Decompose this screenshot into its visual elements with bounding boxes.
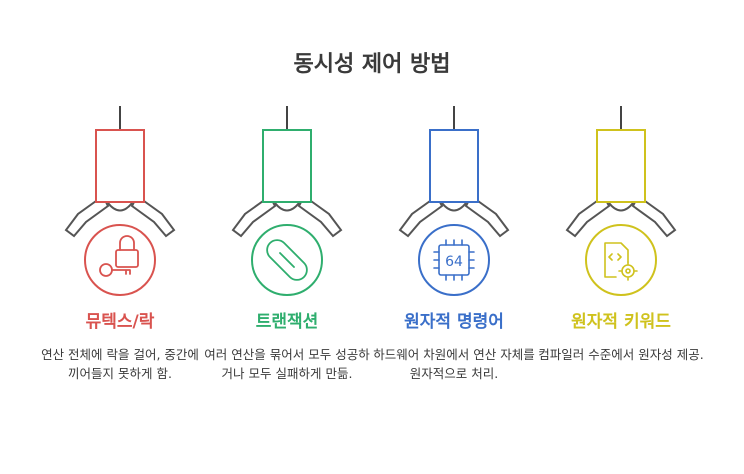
item-desc-1: 연산 전체에 락을 걸어, 중간에 끼어들지 못하게 함. [41, 347, 199, 381]
item-desc-3: 하드웨어 차원에서 연산 자체를 원자적으로 처리. [373, 347, 535, 381]
item-label-1: 뮤텍스/락 [85, 312, 155, 332]
claw-2-block [262, 129, 312, 203]
icon-circle-3 [418, 224, 490, 296]
claw-4 [565, 106, 677, 296]
icon-circle-1 [84, 224, 156, 296]
claw-1-block [95, 129, 145, 203]
icon-circle-4 [585, 224, 657, 296]
item-label-3: 원자적 명령어 [404, 312, 504, 332]
claw-3: 64 [398, 106, 510, 296]
item-label-2: 트랜잭션 [255, 312, 319, 332]
pill-icon [266, 239, 308, 281]
claw-1 [64, 106, 176, 296]
claw-2 [231, 106, 343, 296]
lock-key-icon [99, 235, 139, 277]
claw-3-block [429, 129, 479, 203]
chip-64-icon [433, 239, 475, 281]
code-file-gear-icon [604, 242, 638, 281]
item-label-4: 원자적 키워드 [571, 312, 671, 332]
claw-4-block [596, 129, 646, 203]
chip-label: 64 [445, 254, 463, 270]
item-desc-2: 여러 연산을 묶어서 모두 성공하거나 모두 실패하게 만듦. [204, 347, 370, 381]
item-desc-4: 컴파일러 수준에서 원자성 제공. [538, 347, 704, 362]
diagram-title: 동시성 제어 방법 [293, 52, 451, 77]
